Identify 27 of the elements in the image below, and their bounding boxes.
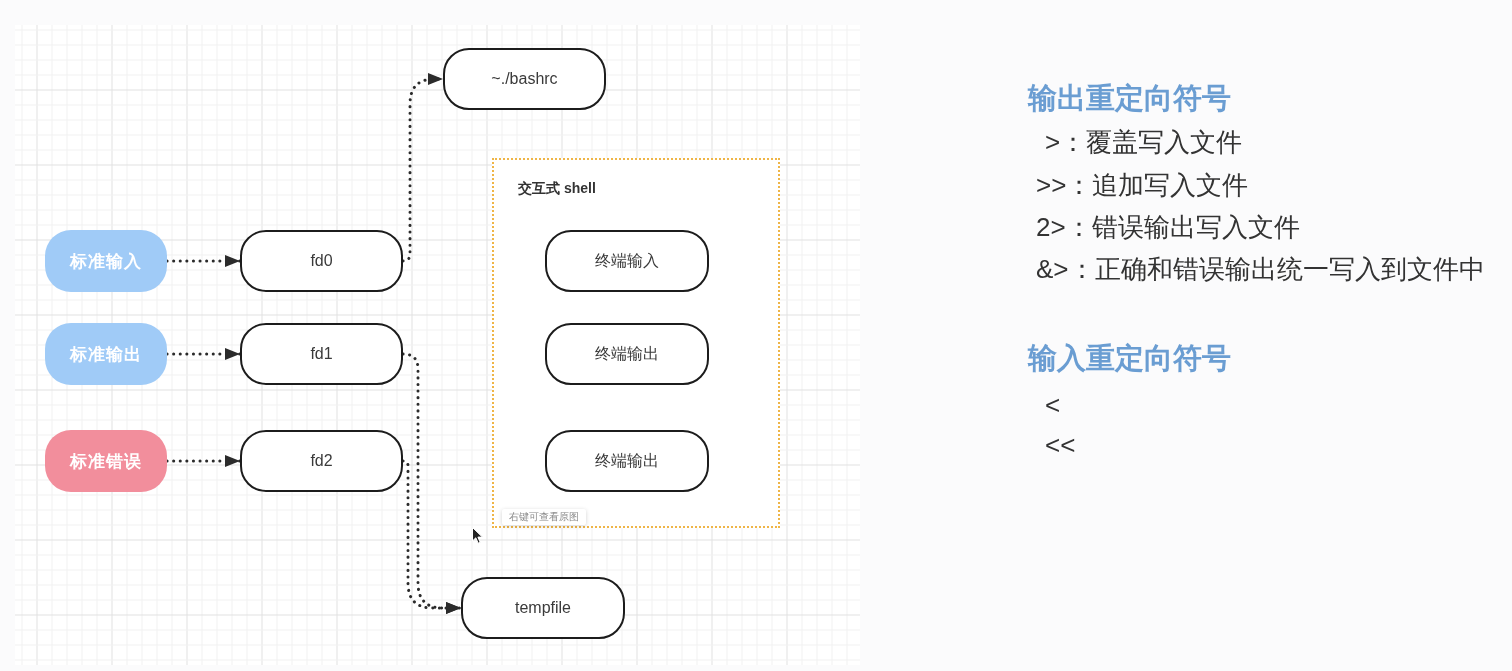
list-item: <<: [1045, 430, 1076, 462]
rounded-box: 终端输入: [545, 230, 709, 292]
tooltip: 右键可查看原图: [502, 509, 586, 525]
dotted-arrow: [165, 348, 242, 360]
section-heading: 输出重定向符号: [1028, 81, 1231, 116]
dotted-arrow: [165, 455, 242, 467]
stream-pill: 标准错误: [45, 430, 167, 492]
rounded-box: fd2: [240, 430, 403, 492]
dashed-frame: [492, 158, 780, 528]
section-heading: 输入重定向符号: [1028, 341, 1231, 376]
list-item: &>：正确和错误输出统一写入到文件中: [1036, 254, 1485, 286]
frame-title: 交互式 shell: [518, 180, 596, 198]
dotted-arrow: [165, 255, 242, 267]
rounded-box: ~./bashrc: [443, 48, 606, 110]
stream-pill: 标准输出: [45, 323, 167, 385]
rounded-box: fd0: [240, 230, 403, 292]
list-item: 2>：错误输出写入文件: [1036, 212, 1300, 244]
rounded-box: 终端输出: [545, 430, 709, 492]
list-item: <: [1045, 390, 1061, 422]
rounded-box: 终端输出: [545, 323, 709, 385]
list-item: >：覆盖写入文件: [1045, 127, 1243, 159]
dotted-arrow: [401, 459, 463, 614]
rounded-box: tempfile: [461, 577, 625, 639]
rounded-box: fd1: [240, 323, 403, 385]
list-item: >>：追加写入文件: [1036, 170, 1249, 202]
dotted-arrow: [401, 73, 445, 263]
stream-pill: 标准输入: [45, 230, 167, 292]
